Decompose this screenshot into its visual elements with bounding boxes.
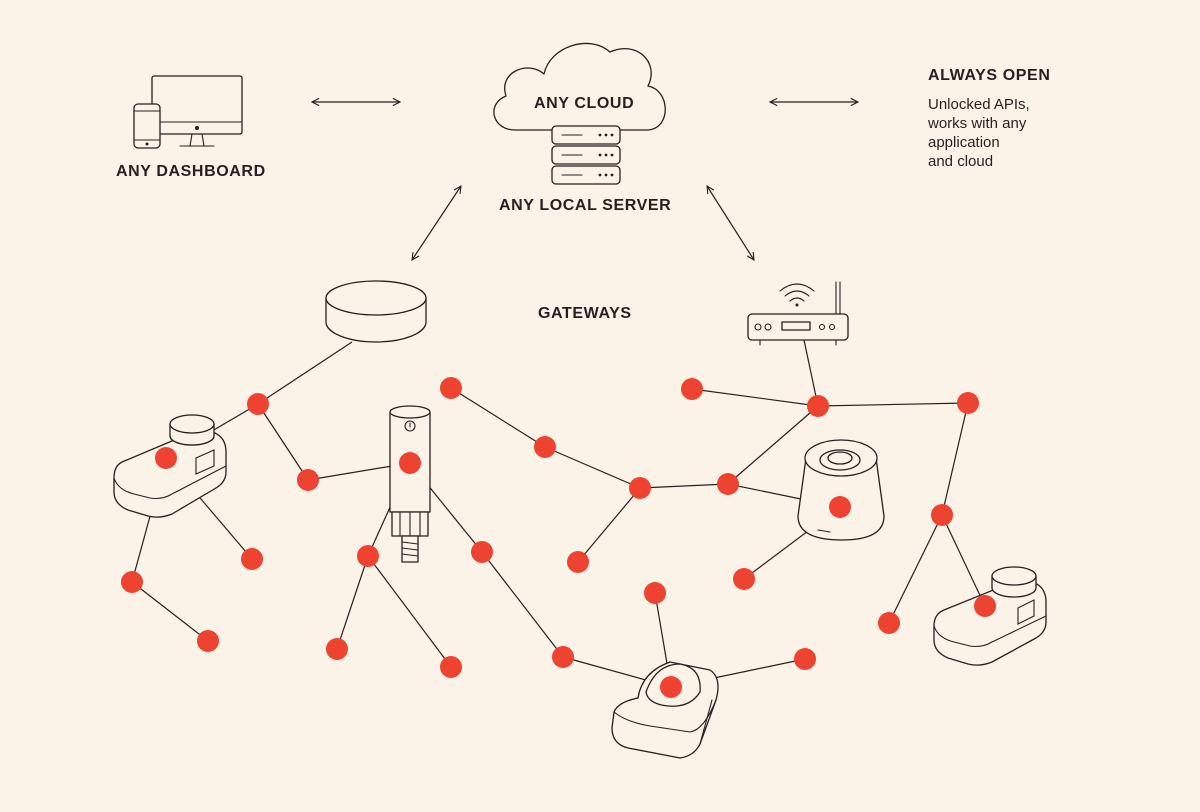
phone-icon	[133, 103, 161, 149]
network-nodes	[121, 377, 996, 698]
dome-sensor-icon	[611, 661, 719, 759]
always-open-line: and cloud	[928, 153, 994, 170]
always-open-line: Unlocked APIs,	[928, 96, 1030, 113]
always-open-line: works with any	[928, 115, 1027, 132]
round-gateway-icon	[325, 280, 427, 343]
wifi-router-icon	[747, 281, 849, 346]
box-sensor-right-icon	[933, 566, 1047, 666]
cloud-label: ANY CLOUD	[534, 95, 635, 112]
always-open-title: ALWAYS OPEN	[928, 67, 1051, 84]
desktop-monitor-icon	[151, 75, 243, 147]
arrow-server-router-gateway	[707, 186, 754, 260]
server-rack-icon	[551, 125, 621, 185]
gateways-label: GATEWAYS	[538, 305, 632, 322]
cylinder-sensor-icon	[797, 439, 885, 541]
cloud-icon	[493, 42, 666, 131]
box-sensor-left-icon	[113, 414, 227, 518]
local-server-label: ANY LOCAL SERVER	[499, 197, 672, 214]
dashboard-label: ANY DASHBOARD	[116, 163, 266, 180]
arrow-server-hub-gateway	[412, 186, 461, 260]
probe-sensor-icon	[389, 405, 431, 563]
always-open-description: Unlocked APIs, works with any applicatio…	[928, 95, 1030, 171]
always-open-line: application	[928, 134, 1000, 151]
